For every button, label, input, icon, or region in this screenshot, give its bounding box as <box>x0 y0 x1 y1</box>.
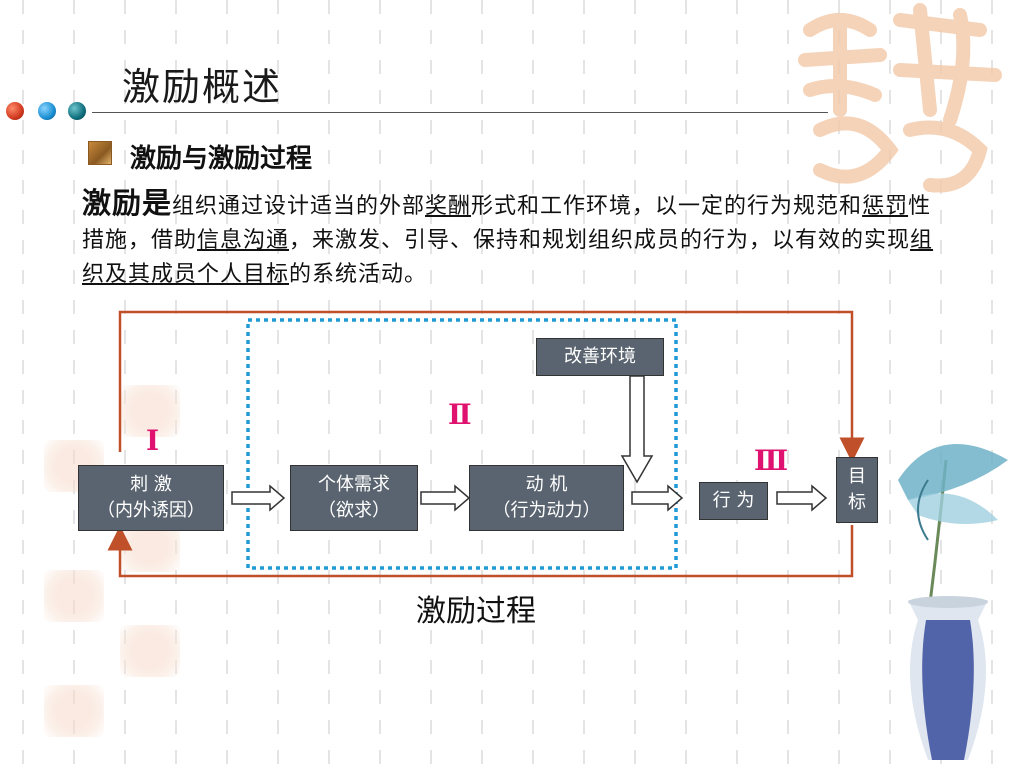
feedback-line-bottom <box>107 525 854 578</box>
stage-label-three: Ⅲ <box>754 444 789 477</box>
box-behavior: 行 为 <box>699 482 768 520</box>
feedback-line-top <box>118 310 865 463</box>
box-need: 个体需求 （欲求） <box>290 465 418 531</box>
definition-paragraph: 激励是组织通过设计适当的外部奖酬形式和工作环境，以一定的行为规范和惩罚性措施，借… <box>82 186 934 287</box>
diagram-caption: 激励过程 <box>416 594 536 629</box>
vase-flower-illustration <box>898 444 1008 760</box>
seal-stamp <box>120 385 180 437</box>
box-stimulus: 刺 激 （内外诱因） <box>78 465 224 531</box>
seal-stamp <box>44 570 104 622</box>
title-divider <box>92 112 828 113</box>
calligraphy-watermark <box>798 3 1002 193</box>
slide-subtitle: 激励与激励过程 <box>130 144 313 174</box>
hollow-arrow <box>776 484 828 512</box>
dotted-frame <box>246 318 678 570</box>
definition-lead: 激励是 <box>82 186 173 220</box>
box-environment: 改善环境 <box>536 338 664 376</box>
stage-label-two: Ⅱ <box>448 398 472 431</box>
seal-stamp <box>44 685 104 737</box>
box-motive: 动 机 （行为动力） <box>469 465 624 531</box>
box-goal: 目 标 <box>836 457 878 523</box>
bullet-icon <box>88 141 112 165</box>
stage-label-one: Ⅰ <box>146 424 160 457</box>
seal-stamp <box>120 625 180 677</box>
hollow-arrow <box>231 484 286 512</box>
hollow-arrow <box>420 484 471 512</box>
hollow-arrow-down <box>620 375 654 484</box>
slide-title: 激励概述 <box>122 65 283 109</box>
hollow-arrow <box>631 484 684 512</box>
